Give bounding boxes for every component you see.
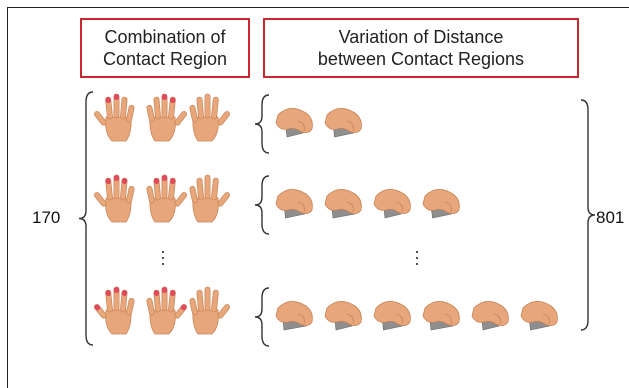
hand-icon-row2-a [94,174,135,223]
hand-icon-row2-b [146,174,187,223]
big-left-brace [78,91,94,346]
grasp-icon-row1-2 [324,108,362,138]
grasp-icon-row3-6 [520,301,558,331]
hand-icon-row1-a [94,93,135,142]
grasp-icon-row3-5 [471,301,509,331]
vertical-ellipsis-icon-right: ··· [414,241,420,273]
hand-icon-row1-c [189,93,230,142]
hand-icon-row1-b [146,93,187,142]
grasp-icon-row3-3 [373,301,411,331]
header-left-line1: Combination of [104,27,226,47]
grasp-icon-row2-4 [422,189,460,219]
grasp-icon-row2-1 [275,189,313,219]
figure-frame [7,7,629,388]
header-right-line2: between Contact Regions [317,49,525,69]
hand-icon-row3-b [146,286,187,335]
hand-icon-row3-c [189,286,230,335]
grasp-icon-row1-1 [275,108,313,138]
left-count-label: 170 [32,208,61,227]
small-brace-row1 [254,94,270,154]
grasp-icon-row2-3 [373,189,411,219]
figure-artwork [78,91,596,347]
grasp-icon-row3-2 [324,301,362,331]
header-left-line2: Contact Region [102,49,228,69]
header-variation-of-distance: Variation of Distance between Contact Re… [263,18,579,78]
header-combination-of-contact-region: Combination of Contact Region [80,18,250,78]
right-count-label: 801 [596,208,625,227]
vertical-ellipsis-icon-left: ··· [160,241,166,273]
hand-icon-row2-c [189,174,230,223]
grasp-icon-row2-2 [324,189,362,219]
big-right-brace [580,99,596,331]
hand-icon-row3-a [94,286,135,335]
small-brace-row2 [254,175,270,235]
small-brace-row3 [254,287,270,347]
grasp-icon-row3-1 [275,301,313,331]
grasp-icon-row3-4 [422,301,460,331]
header-right-line1: Variation of Distance [338,27,504,47]
